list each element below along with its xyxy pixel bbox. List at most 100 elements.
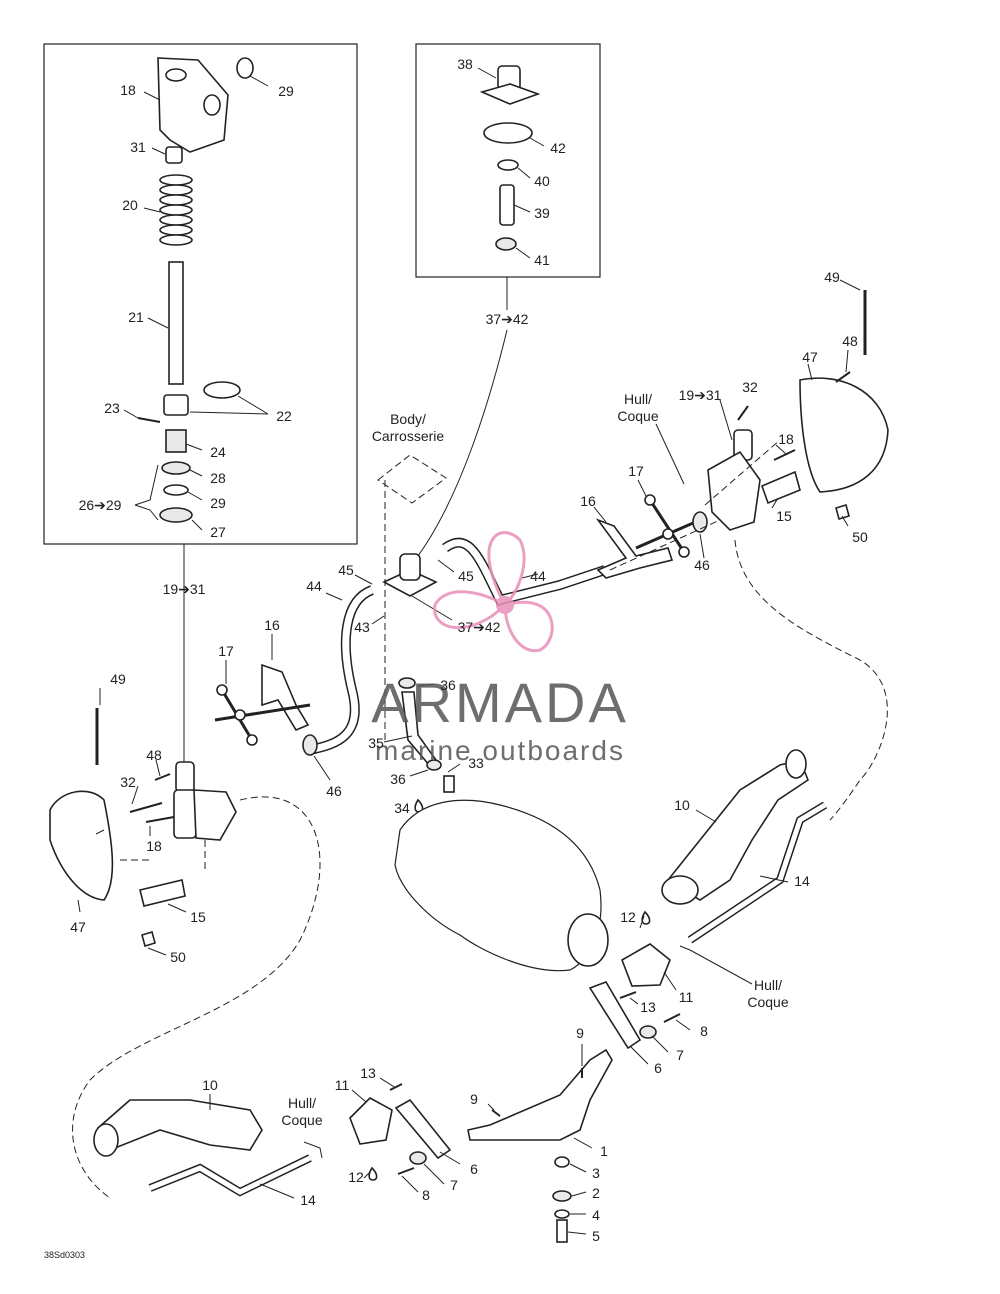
part-16-lever-right (595, 518, 674, 579)
callout-7-right: 7 (676, 1047, 684, 1063)
callout-25: 24 (210, 444, 226, 460)
callout-44-right: 44 (530, 568, 546, 584)
part-3-bushing (554, 1156, 570, 1168)
callout-47-right: 47 (802, 349, 818, 365)
part-22-shaft (168, 261, 184, 385)
callout-27: 27 (210, 524, 226, 540)
part-40-o-ring (497, 159, 519, 171)
callout-18-right: 18 (778, 431, 794, 447)
callout-17-left: 17 (218, 643, 234, 659)
part-50-nut-right (835, 503, 850, 521)
part-33-fitting (443, 775, 455, 793)
part-19-column-right (707, 429, 761, 531)
propeller-icon (433, 531, 554, 653)
callout-50-left: 50 (170, 949, 186, 965)
part-12-loctite-right (641, 910, 651, 925)
callout-6-right: 6 (654, 1060, 662, 1076)
part-27-seal (159, 507, 193, 523)
note-hull-right-low-2: Coque (747, 994, 788, 1010)
pump-outlet (567, 913, 609, 967)
drawing-code: 38Sd0303 (44, 1250, 85, 1260)
part-15-splined-shaft-right (760, 470, 801, 505)
part-17-link-left (214, 684, 311, 746)
part-37-cable-support (382, 553, 438, 597)
callout-14-left: 14 (300, 1192, 316, 1208)
part-14-cable-left-inner (149, 1155, 312, 1195)
callout-32-right: 32 (742, 379, 758, 395)
callout-47-left: 47 (70, 919, 86, 935)
watermark-logo: ARMADA marine outboards (371, 531, 629, 766)
callout-7-left: 7 (450, 1177, 458, 1193)
part-21-spring (159, 174, 193, 246)
part-36-nut-lower (426, 759, 442, 771)
range-26-29: 26➔29 (79, 497, 122, 513)
callout-20: 18 (120, 82, 136, 98)
callout-labels: 18 29 31 20 21 23 22 24 28 29 27 38 42 4… (70, 56, 868, 1244)
callout-23: 22 (276, 408, 292, 424)
part-10-duct-right (661, 749, 809, 905)
callout-34: 34 (394, 800, 410, 816)
part-47-cover-right (799, 377, 889, 493)
part-10-duct-left (93, 1099, 263, 1157)
part-23-o-ring (203, 381, 241, 399)
part-18-pin-right (773, 449, 796, 461)
callout-18-left: 18 (146, 838, 162, 854)
callout-49-left: 49 (110, 671, 126, 687)
part-24-pin (137, 417, 161, 423)
callout-12-right: 12 (620, 909, 636, 925)
part-11-bracket-left (349, 1097, 393, 1145)
callout-11-left: 11 (335, 1077, 350, 1093)
callout-36-lower: 36 (390, 771, 406, 787)
callout-42: 42 (550, 140, 566, 156)
part-14-cable-right-inner (688, 802, 827, 943)
watermark-tagline: marine outboards (375, 735, 625, 766)
callout-50-right: 50 (852, 529, 868, 545)
part-48-pin-left (154, 773, 171, 781)
callout-48-left: 48 (146, 747, 162, 763)
callout-10-right: 10 (674, 797, 690, 813)
callout-38: 38 (457, 56, 473, 72)
part-6-arm-right (588, 981, 642, 1050)
part-1-reverse-gate-arm (467, 1048, 613, 1141)
cable-route-right (734, 539, 888, 821)
link-line-37-42-arrow (414, 329, 508, 561)
part-50-nut-left (141, 930, 156, 948)
note-hull-right-top-1: Hull/ (624, 391, 652, 407)
callout-5: 5 (592, 1228, 600, 1244)
part-17-link-right (635, 494, 701, 558)
callout-22: 21 (128, 309, 144, 325)
part-44-hose-left-outer (308, 585, 375, 755)
part-32-screw-left (129, 802, 163, 813)
callout-8-right: 8 (700, 1023, 708, 1039)
callout-1: 1 (600, 1143, 608, 1159)
callout-28: 28 (210, 470, 226, 486)
part-19-column-left (173, 761, 237, 841)
callout-41: 41 (534, 252, 550, 268)
callout-44-left: 44 (306, 578, 322, 594)
note-hull-left-1: Hull/ (288, 1095, 316, 1111)
part-13-screw-right (619, 991, 637, 999)
part-23-column-lower (163, 394, 189, 416)
part-48-pin-right (835, 371, 851, 383)
callout-9-left: 9 (470, 1091, 478, 1107)
callout-24: 23 (104, 400, 120, 416)
part-42-gasket (483, 122, 533, 144)
assembly-axis-right (609, 519, 721, 571)
part-38-support (479, 65, 541, 105)
callout-45-left: 45 (338, 562, 354, 578)
part-5-bolt (556, 1219, 568, 1243)
inset-box-steering-column (43, 43, 358, 545)
callout-15-left: 15 (190, 909, 206, 925)
part-39-fitting (499, 184, 515, 226)
part-11-bracket-right (621, 943, 671, 987)
note-body-line1: Body/ (390, 411, 426, 427)
callout-21: 20 (122, 197, 138, 213)
note-hull-right-top-2: Coque (617, 408, 658, 424)
callout-33: 33 (468, 755, 484, 771)
callout-6-left: 6 (470, 1161, 478, 1177)
body-panel-outline (377, 454, 447, 504)
callout-39: 39 (534, 205, 550, 221)
note-body-line2: Carrosserie (372, 428, 445, 444)
watermark-brand: ARMADA (371, 671, 629, 734)
callout-4: 4 (592, 1207, 600, 1223)
